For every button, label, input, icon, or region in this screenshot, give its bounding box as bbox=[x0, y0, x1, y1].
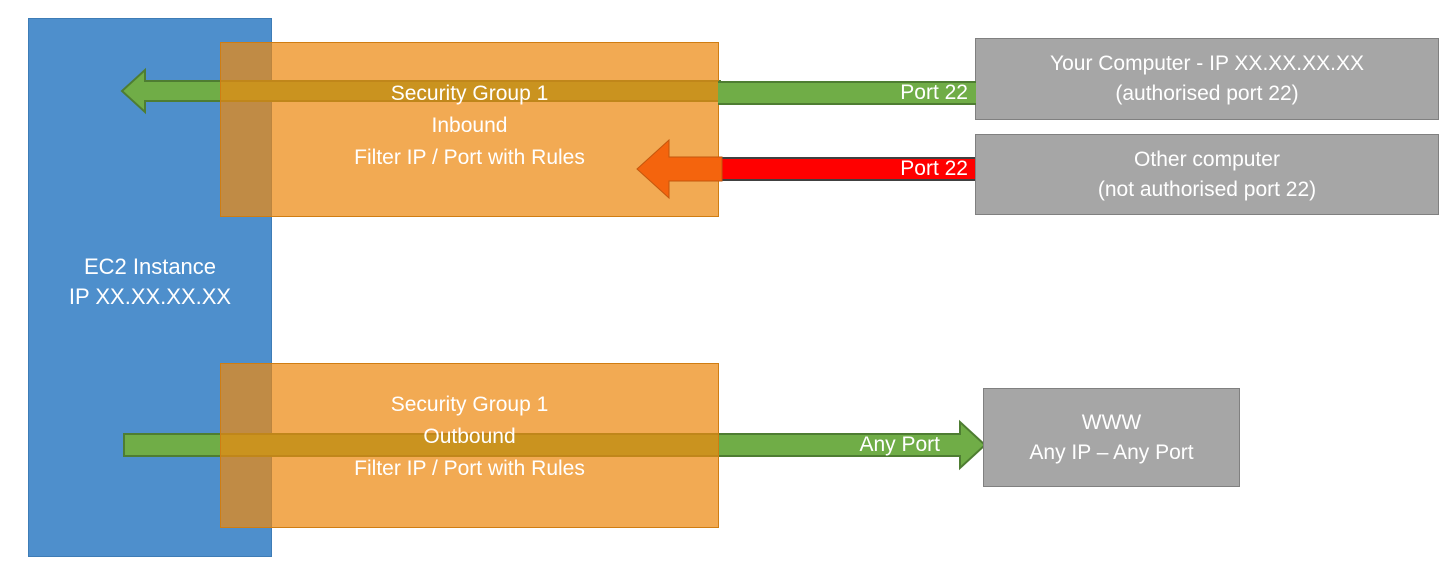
security-group-outbound-box bbox=[220, 363, 719, 528]
endpoint-your-computer: Your Computer - IP XX.XX.XX.XX (authoris… bbox=[975, 38, 1439, 120]
allowed-inbound-bar bbox=[718, 81, 976, 105]
www-line2: Any IP – Any Port bbox=[1029, 440, 1194, 464]
security-group-inbound-box bbox=[220, 42, 719, 217]
your-computer-line1: Your Computer - IP XX.XX.XX.XX bbox=[1050, 52, 1364, 75]
www-line1: WWW bbox=[1081, 410, 1142, 434]
other-computer-line2: (not authorised port 22) bbox=[1097, 177, 1317, 201]
other-computer-line1: Other computer bbox=[1134, 147, 1280, 171]
blocked-inbound-bar bbox=[718, 157, 975, 181]
blocked-inbound-arrowhead bbox=[636, 138, 723, 200]
your-computer-line2: (authorised port 22) bbox=[1115, 82, 1299, 105]
endpoint-www: WWW Any IP – Any Port bbox=[983, 388, 1240, 487]
endpoint-other-computer: Other computer (not authorised port 22) bbox=[975, 134, 1439, 215]
